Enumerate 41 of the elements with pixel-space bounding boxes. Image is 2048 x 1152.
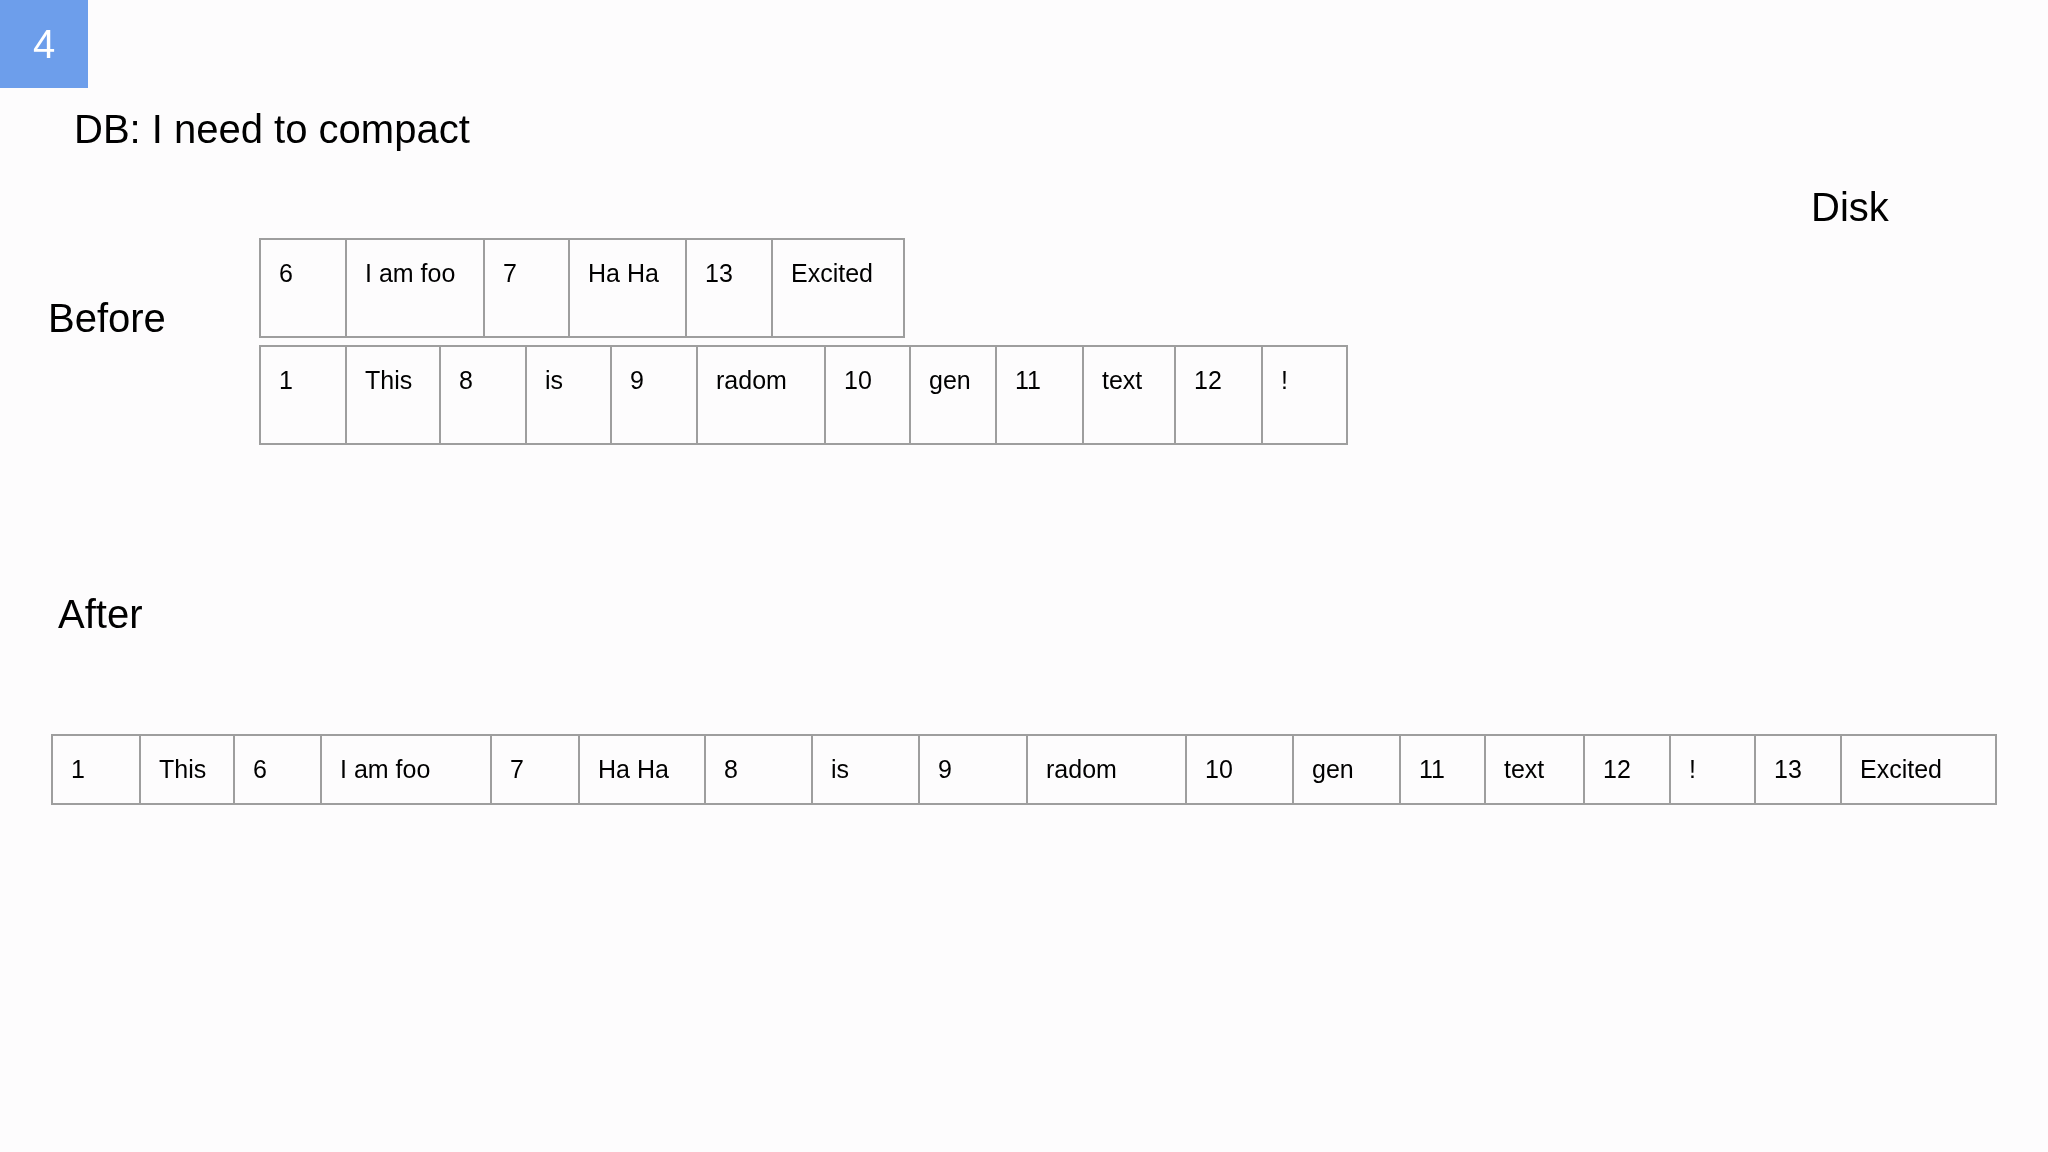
table-cell: radom (696, 345, 826, 445)
table-cell: 9 (610, 345, 698, 445)
table-cell: Excited (771, 238, 905, 338)
table-cell: text (1082, 345, 1176, 445)
table-cell: 10 (824, 345, 911, 445)
table-cell: Ha Ha (578, 734, 706, 805)
table-cell: 11 (995, 345, 1084, 445)
table-cell: ! (1669, 734, 1756, 805)
slide-number: 4 (0, 0, 88, 88)
table-cell: 7 (483, 238, 570, 338)
row-heading: After (58, 591, 143, 637)
table-cell: This (345, 345, 441, 445)
slide-title: DB: I need to compact (74, 106, 470, 152)
table-cell: 12 (1583, 734, 1671, 805)
table-cell: 9 (918, 734, 1028, 805)
table-cell: Ha Ha (568, 238, 687, 338)
table-cell: gen (1292, 734, 1401, 805)
section-heading: Disk (1811, 184, 1889, 230)
table-cell: Excited (1840, 734, 1997, 805)
table-cell: radom (1026, 734, 1187, 805)
table-cell: gen (909, 345, 997, 445)
table-cell: 10 (1185, 734, 1294, 805)
table-cell: 1 (51, 734, 141, 805)
table-cell: 12 (1174, 345, 1263, 445)
table-cell: is (811, 734, 920, 805)
row-heading: Before (48, 295, 166, 341)
table-cell: This (139, 734, 235, 805)
table-cell: 13 (685, 238, 773, 338)
table-cell: text (1484, 734, 1585, 805)
table-cell: I am foo (345, 238, 485, 338)
table-cell: 8 (439, 345, 527, 445)
table-cell: ! (1261, 345, 1348, 445)
table-cell: 6 (233, 734, 322, 805)
table-cell: 6 (259, 238, 347, 338)
table-cell: I am foo (320, 734, 492, 805)
table-cell: 7 (490, 734, 580, 805)
table-cell: is (525, 345, 612, 445)
table-cell: 11 (1399, 734, 1486, 805)
table-cell: 8 (704, 734, 813, 805)
table-cell: 13 (1754, 734, 1842, 805)
table-cell: 1 (259, 345, 347, 445)
